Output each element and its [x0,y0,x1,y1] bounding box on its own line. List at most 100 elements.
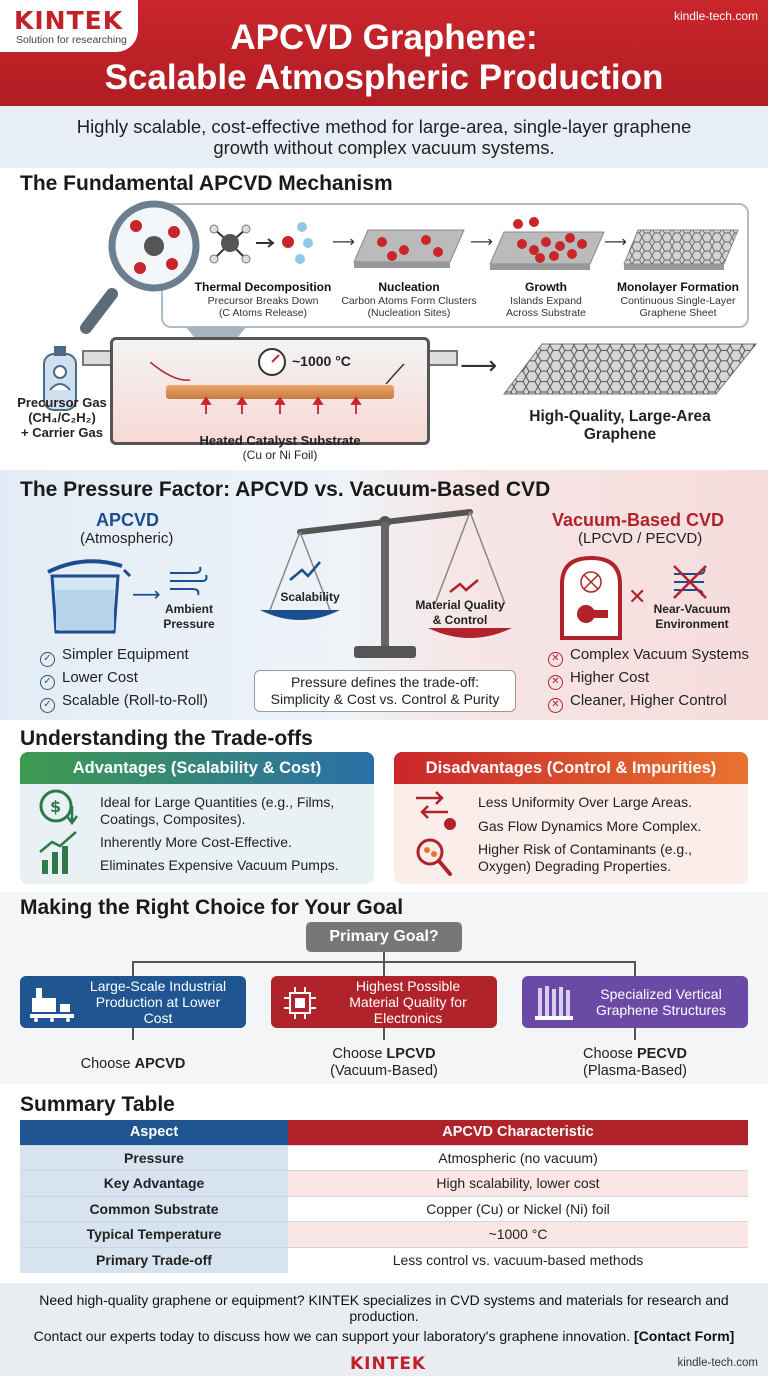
stage-title-nucleation: Nucleation [378,280,440,294]
logo[interactable]: KINTEK Solution for researching [0,0,138,52]
disadvantages-title: Disadvantages (Control & Impurities) [394,752,748,784]
table-row: Typical Temperature~1000 °C [20,1221,748,1247]
factory-icon [30,988,74,1022]
stage-title-growth: Growth [525,280,567,294]
adv-item-3: Eliminates Expensive Vacuum Pumps. [100,857,339,873]
choose-apcvd: Choose APCVD [80,1056,186,1072]
footer-text-1: Need high-quality graphene or equipment?… [39,1292,729,1324]
choose-lpcvd: Choose LPCVD(Vacuum-Based) [330,1046,438,1079]
adv-item-1b: Coatings, Composites). [100,811,246,827]
svg-text:$: $ [50,797,61,816]
site-url-bottom[interactable]: kindle-tech.com [677,1357,758,1369]
table-header-aspect: Aspect [20,1120,288,1145]
mechanism-heading: The Fundamental APCVD Mechanism [20,172,393,195]
subtitle: Highly scalable, cost-effective method f… [60,116,708,158]
page-title-line1: APCVD Graphene: [230,18,538,57]
stage-arrow-2: ⟶ [470,234,493,251]
chip-icon [284,987,316,1019]
apcvd-sub: (Atmospheric) [80,530,174,547]
table-cell: Key Advantage [20,1170,288,1196]
page-title-line2: Scalable Atmospheric Production [104,58,664,97]
contact-form-link[interactable]: [Contact Form] [634,1328,735,1344]
table-header-characteristic: APCVD Characteristic [288,1120,748,1145]
open-vessel-icon [47,559,132,634]
footer-text-2: Contact our experts today to discuss how… [33,1328,735,1344]
advantages-title: Advantages (Scalability & Cost) [20,752,374,784]
logo-tagline: Solution for researching [16,34,127,46]
wind-icon [170,566,208,596]
disadv-item-3: Higher Risk of Contaminants (e.g., [478,841,692,857]
adv-item-1: Ideal for Large Quantities (e.g., Films, [100,794,335,810]
table-cell: Less control vs. vacuum-based methods [288,1246,748,1273]
tree-drop-1 [132,961,134,976]
substrate-title: Heated Catalyst Substrate [199,433,361,448]
gas-cylinder-icon [43,346,77,411]
monolayer-icon [623,229,739,270]
tree-lower-2 [383,1028,385,1040]
check-icon: ✓ [40,675,55,690]
tradeoffs-heading: Understanding the Trade-offs [20,727,313,750]
apcvd-item-3: ✓Scalable (Roll-to-Roll) [40,692,208,713]
scale-right-label: Material Quality& Control [415,598,505,627]
stage-title-thermal: Thermal Decomposition [194,280,332,294]
precursor-label: Precursor Gas(CH₄/C₂H₂)+ Carrier Gas [17,395,107,440]
molecule-icon [209,222,313,264]
tree-lower-3 [634,1028,636,1040]
tree-drop-3 [634,961,636,976]
money-growth-icon: $ [39,789,79,874]
cross-icon: ✕ [628,584,647,609]
check-icon: ✓ [40,698,55,713]
footer [0,1283,768,1376]
apcvd-title: APCVD [96,510,160,530]
vacuum-sub: (LPCVD / PECVD) [578,530,703,547]
stage-title-monolayer: Monolayer Formation [616,280,739,294]
pressure-heading: The Pressure Factor: APCVD vs. Vacuum-Ba… [20,478,551,501]
stage-desc-nucleation: Carbon Atoms Form Clusters(Nucleation Si… [341,295,477,319]
balance-scale-icon [260,509,512,658]
table-cell: Primary Trade-off [20,1246,288,1273]
stage-desc-thermal: Precursor Breaks Down(C Atoms Release) [207,295,319,319]
vertical-structure-icon [535,986,573,1020]
x-circle-icon: ✕ [548,652,563,667]
table-cell: Copper (Cu) or Nickel (Ni) foil [288,1195,748,1222]
site-url-top[interactable]: kindle-tech.com [673,9,758,23]
table-cell: Typical Temperature [20,1221,288,1247]
x-circle-icon: ✕ [548,675,563,690]
footer-logo[interactable]: KINTEK [350,1354,427,1374]
table-cell: Common Substrate [20,1195,288,1222]
table-cell: ~1000 °C [288,1221,748,1247]
catalyst-substrate [166,385,394,399]
disadv-item-1: Less Uniformity Over Large Areas. [478,794,692,810]
flow-contaminant-icon [416,791,456,876]
adv-item-2: Inherently More Cost-Effective. [100,834,292,850]
thermometer-gauge-icon [258,348,286,376]
scale-left-label: Scalability [280,590,340,604]
tradeoff-note: Pressure defines the trade-off:Simplicit… [254,670,516,712]
stage-arrow-1: ⟶ [332,234,355,251]
vacuum-chamber-icon [560,555,622,640]
logo-wordmark: KINTEK [14,6,124,35]
ambient-arrow: ⟶ [132,584,161,606]
result-arrow: ⟶ [460,350,498,380]
table-cell: High scalability, lower cost [288,1170,748,1196]
apcvd-item-2: ✓Lower Cost [40,669,138,690]
substrate-desc: (Cu or Ni Foil) [242,448,318,462]
outlet-pipe [426,350,458,366]
vacuum-item-1: ✕Complex Vacuum Systems [548,646,749,667]
tree-lower-1 [132,1028,134,1040]
tree-trunk [383,952,385,962]
choice-heading: Making the Right Choice for Your Goal [20,896,404,919]
subtitle-band [0,106,768,168]
disadv-item-3b: Oxygen) Degrading Properties. [478,858,671,874]
